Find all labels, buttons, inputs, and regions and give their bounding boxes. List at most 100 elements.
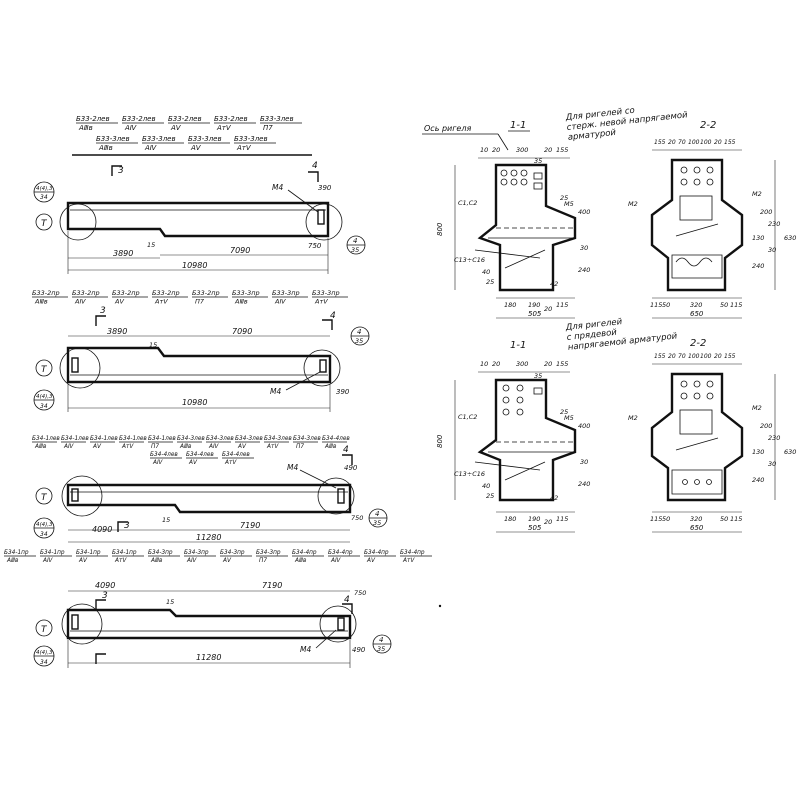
beam3-mark-den: П7 (296, 444, 304, 450)
beam3-node-circle-left (61, 475, 103, 517)
bottom-sec2-label: 630 (784, 448, 796, 456)
top-sec2-top-dim: 155 (654, 139, 666, 146)
beam3-mark-den: АⅢв (34, 444, 47, 450)
beam1-mark-den: П7 (263, 124, 273, 132)
top-sec1-height: 800 (436, 222, 444, 236)
top-sec2-bottom-dim: 320 (690, 301, 702, 309)
beam3-mark-den: АⅣ (63, 444, 74, 450)
beam2-body (66, 346, 332, 384)
bottom-sec2-bottom-dim: 115 (730, 515, 742, 523)
bottom-sec2-bar (706, 380, 714, 388)
bottom-sec2-bar (680, 380, 688, 388)
beam3-ref-top: 4 (375, 510, 379, 518)
top-sec1-label: 25 (560, 194, 568, 202)
beam2-m-label: М4 (270, 387, 281, 396)
bottom-sec2-bar (693, 392, 701, 400)
bottom-sec1-label: 40 (482, 482, 490, 490)
beam4-mark-num: Б34-1пр (4, 550, 29, 556)
top-sec2-bottom-dim: 50 (720, 301, 728, 309)
beam4-mark-den: АⅢв (6, 558, 19, 564)
beam1-mark-num: Б33-3лев (96, 135, 130, 143)
top-sec1-small: 35 (534, 157, 542, 165)
beam1-ref-top: 4 (353, 237, 357, 245)
beam2-mark-den: АтV (314, 298, 328, 306)
beam1-end-h: 390 (318, 184, 332, 192)
beam2-left-callout-bot: 34 (40, 403, 48, 410)
beam3-mark-den: АтV (224, 460, 237, 466)
beam4-mark-den: АⅣ (186, 558, 197, 564)
beam2-section-4-label: 4 (330, 311, 336, 321)
top-sec2-top-dim: 20 (714, 139, 722, 146)
bottom-sec1-top-dim: 300 (516, 360, 528, 368)
beam4-ref-top: 4 (379, 636, 383, 644)
beam3-left-callout-top: 4(4),3 (36, 522, 53, 528)
beam4-small-dim: 15 (166, 598, 174, 606)
beam4-mark-den: АⅢв (294, 558, 307, 564)
top-sec1-label: 30 (580, 244, 588, 252)
bottom-sec2-strand (706, 479, 712, 485)
beam2-mark-den: АтV (154, 298, 168, 306)
beam1-mark-num: Б33-3лев (260, 115, 294, 123)
bottom-sec1-label: 30 (580, 458, 588, 466)
top-sec2-tie (675, 223, 719, 237)
beam2-mark-den: АⅢв (234, 298, 248, 306)
beam3-node-label: Т (41, 493, 48, 503)
top-sec2-top-dim: 70 (678, 139, 686, 146)
beam2-mark-num: Б33-2пр (192, 289, 220, 297)
top-sec1-label: С13÷С16 (454, 256, 485, 264)
top-sec1-outline (477, 163, 577, 292)
beam3-end-h: 490 (344, 464, 358, 472)
beam3-m-label: М4 (287, 463, 298, 472)
beam1-mark-num: Б33-2лев (76, 115, 110, 123)
beam1-ref-bot: 35 (351, 246, 359, 254)
beam2-mark-den: АⅣ (74, 298, 86, 306)
bottom-sec1-label: 240 (578, 480, 590, 488)
top-sec1-title: 1-1 (510, 120, 526, 131)
bottom-sec1-label: 25 (486, 492, 494, 500)
beam1-marks: Б33-2левАⅢвБ33-2левАⅣБ33-2левАVБ33-2левА… (72, 115, 312, 156)
top-sec2-top-dim: 155 (724, 139, 736, 146)
beam2-left-len: 3890 (107, 327, 127, 336)
top-sec1-strand (504, 249, 546, 269)
beam1-group: Б33-2левАⅢвБ33-2левАⅣБ33-2левАVБ33-2левА… (33, 115, 366, 274)
beam4-mark-num: Б34-4пр (364, 550, 389, 556)
bottom-sec2-strand (682, 479, 688, 485)
beam4-left-callout-bot: 34 (40, 659, 48, 666)
beam3-end-plate-left (71, 488, 79, 502)
beam2-mark-den: П7 (195, 298, 205, 306)
top-sec2-bottom-dim: 115 (730, 301, 742, 309)
beam3-node-callout (35, 487, 53, 505)
beam4-node-circle-right (319, 605, 357, 643)
beam4-mark-den: П7 (259, 558, 267, 564)
bottom-sec1-plate (533, 387, 543, 395)
beam2-node-label: Т (41, 365, 48, 375)
top-sec1-label: 240 (578, 266, 590, 274)
beam4-end-plate-left (71, 614, 79, 630)
top-sec1-bar (500, 169, 508, 177)
bottom-sec1-title: 1-1 (510, 340, 526, 351)
top-sec2-bar (680, 166, 688, 174)
top-sec1-top-dim: 20 (492, 146, 500, 154)
beam3-mark-num: Б34-3лев (264, 436, 292, 442)
beam1-mark-den: АⅣ (144, 144, 157, 152)
beam3-mark-num: Б34-1лев (32, 436, 60, 442)
beam2-section-4-marker (322, 319, 333, 330)
beam2-mark-den: АⅣ (274, 298, 286, 306)
bottom-sec2-label: М2 (628, 414, 638, 422)
top-sec1-bottom-dim: 180 (504, 301, 516, 309)
beam4-mark-den: АтV (114, 558, 127, 564)
beam1-m-label: М4 (272, 183, 283, 192)
top-sec2-bar (693, 178, 701, 186)
top-sec2-label: 130 (752, 234, 764, 242)
top-sec2-top-dim: 100 (688, 139, 700, 146)
beam1-mark-num: Б33-3лев (234, 135, 268, 143)
bottom-sec2-bottom-dim: 50 (662, 515, 670, 523)
top-sec2-bar (680, 178, 688, 186)
top-sec1-plate (533, 172, 543, 180)
bottom-sec1-bar (516, 396, 524, 404)
